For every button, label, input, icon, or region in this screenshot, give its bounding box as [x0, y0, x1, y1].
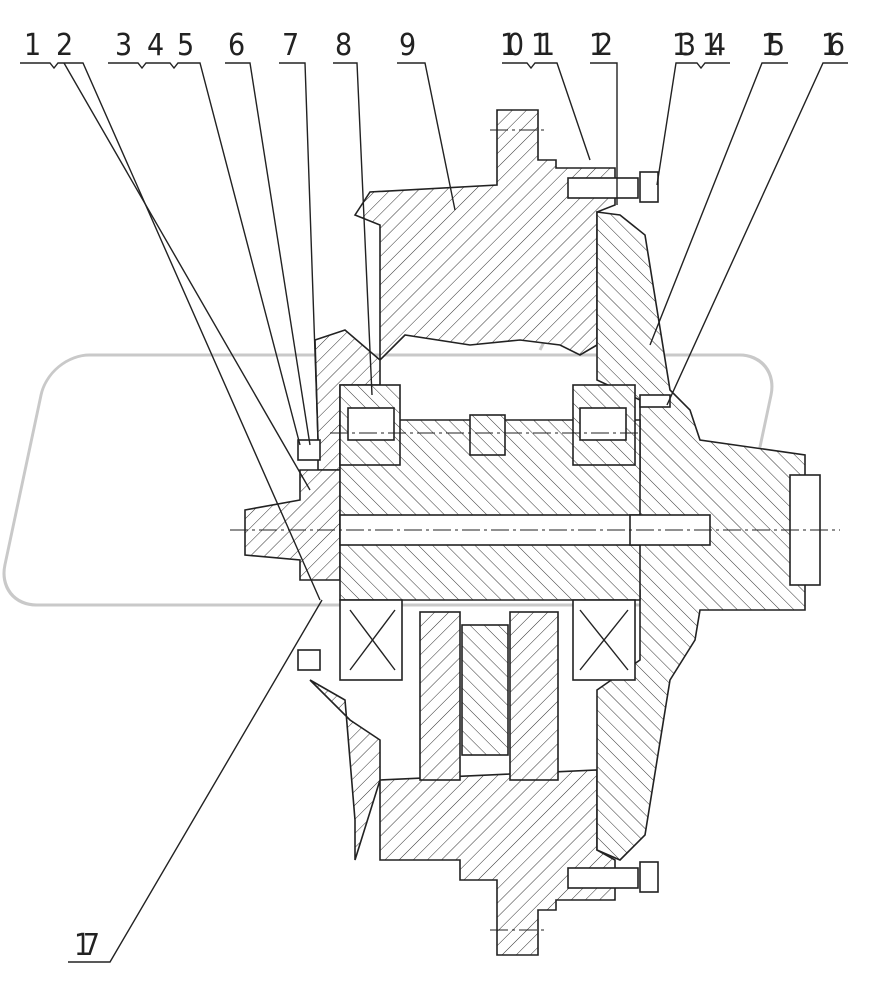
callout-2: 2: [56, 28, 73, 63]
leader-3-4-5: [108, 62, 301, 446]
leader-12: [590, 62, 618, 205]
bolt-head-upper: [639, 171, 659, 203]
bearing-roller: [579, 407, 627, 441]
leader-15: [649, 62, 788, 346]
gear-1: [419, 611, 461, 781]
callout-15: 15: [761, 28, 785, 63]
callout-1: 1: [24, 28, 41, 63]
leader-8: [333, 62, 373, 396]
plug-16: [639, 394, 671, 408]
callouts: 1 2 3 4 5 6 7 8 9 10 11 12 13 14 15 16 1…: [24, 28, 845, 963]
leader-10-11: [502, 62, 591, 161]
screw-left-lower: [297, 649, 321, 671]
callout-17: 17: [74, 928, 100, 963]
housing-upper: [353, 109, 616, 362]
housing-lower: [309, 679, 616, 956]
bolt-lower: [567, 867, 639, 889]
callout-9: 9: [399, 28, 416, 63]
bearing-left-lower: [339, 599, 403, 681]
callout-5: 5: [177, 28, 194, 63]
leader-16: [666, 62, 848, 406]
input-cap: [244, 469, 341, 581]
callout-14: 14: [702, 28, 726, 63]
leader-7: [279, 62, 319, 441]
leader-13-14: [656, 62, 730, 186]
callout-11: 11: [531, 28, 555, 63]
leader-lines: [20, 62, 848, 963]
leader-17: [68, 599, 323, 963]
callout-12: 12: [589, 28, 613, 63]
callout-6: 6: [228, 28, 245, 63]
leader-9: [397, 62, 456, 211]
leader-1-2: [20, 62, 321, 601]
bolt-head-lower: [639, 861, 659, 893]
leader-6: [225, 62, 311, 446]
gear-3: [509, 611, 559, 781]
bearing-roller: [347, 407, 395, 441]
callout-10: 10: [500, 28, 524, 63]
gear-2: [461, 624, 509, 756]
bearing-right-lower: [572, 599, 636, 681]
callout-3: 3: [115, 28, 132, 63]
callout-13: 13: [672, 28, 696, 63]
bolt-upper: [567, 177, 639, 199]
key-upper: [469, 414, 506, 456]
callout-4: 4: [147, 28, 164, 63]
callout-7: 7: [282, 28, 299, 63]
callout-8: 8: [335, 28, 352, 63]
leader-2: [63, 62, 311, 491]
callout-16: 16: [821, 28, 845, 63]
